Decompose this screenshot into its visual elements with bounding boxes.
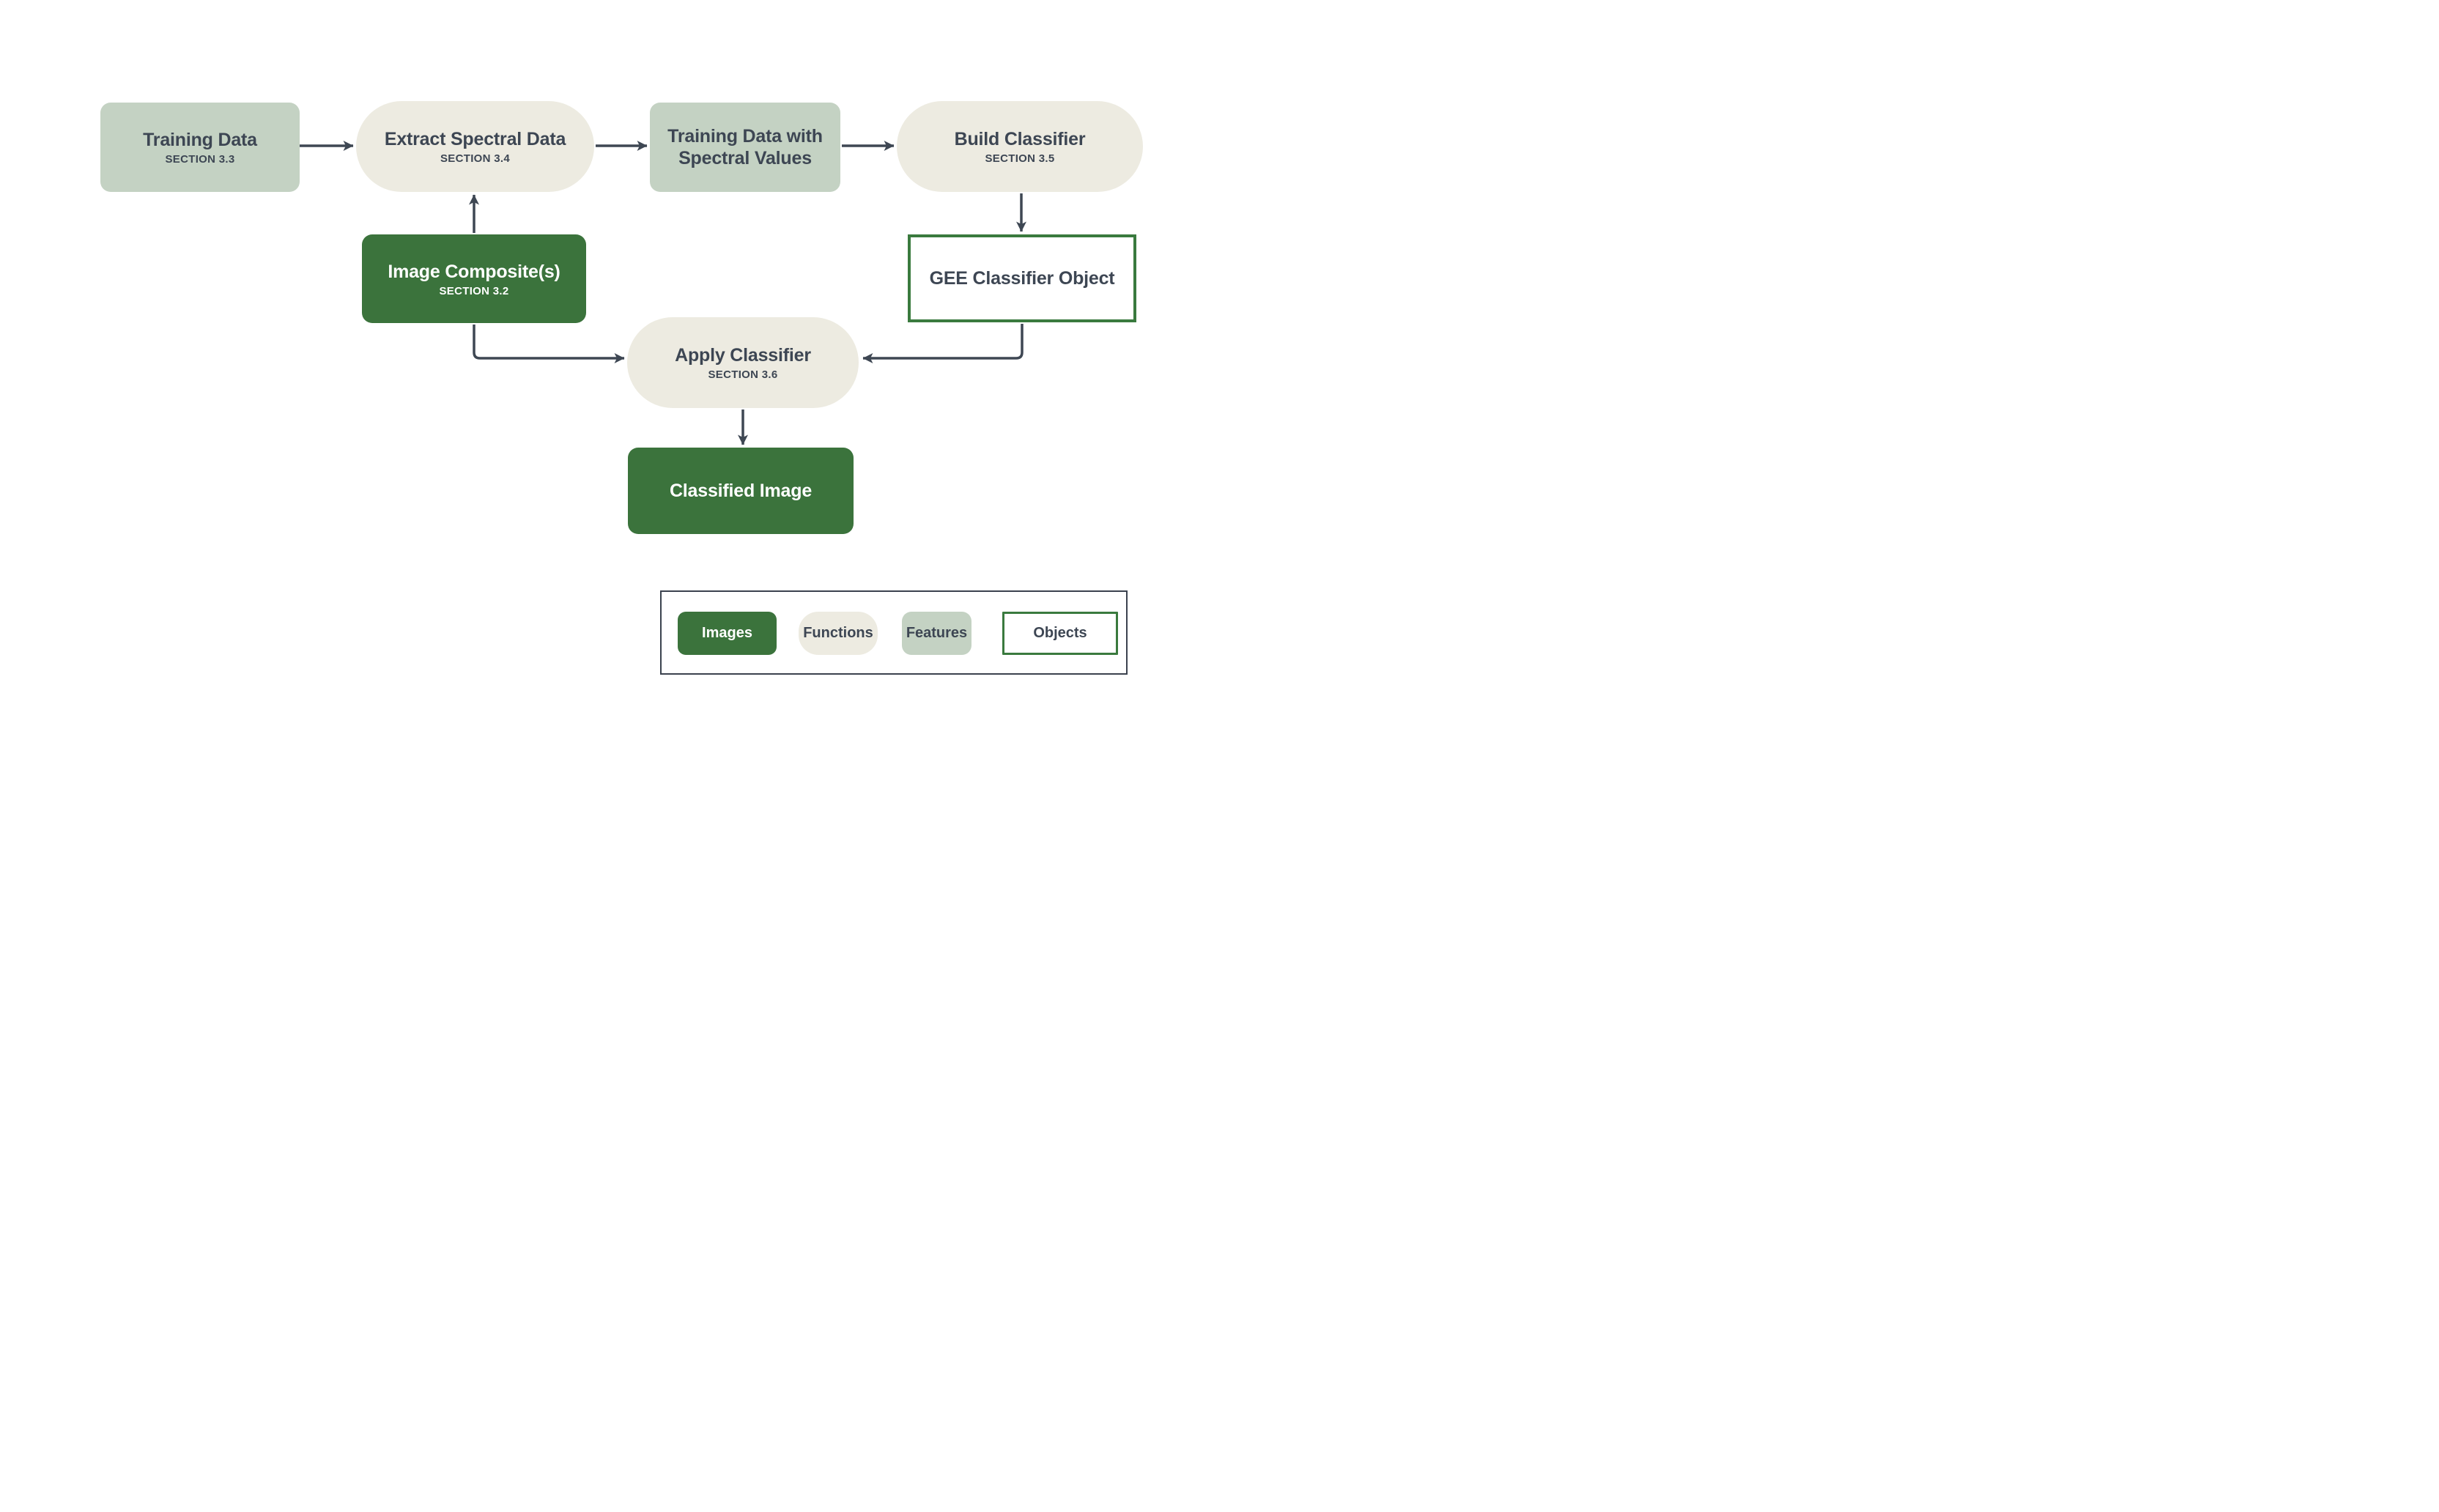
- legend-chip-features: Features: [902, 612, 971, 655]
- node-classified-image: Classified Image: [628, 448, 854, 534]
- arrow-composites-to-apply: [473, 325, 625, 363]
- node-title: GEE Classifier Object: [929, 268, 1115, 289]
- node-title: Classified Image: [669, 481, 813, 501]
- node-gee-classifier-object: GEE Classifier Object: [908, 234, 1136, 322]
- node-extract-spectral-data: Extract Spectral Data SECTION 3.4: [356, 101, 594, 192]
- node-image-composites: Image Composite(s) SECTION 3.2: [362, 234, 586, 323]
- node-section-label: SECTION 3.6: [708, 368, 778, 381]
- node-build-classifier: Build Classifier SECTION 3.5: [897, 101, 1143, 192]
- node-title: Apply Classifier: [675, 345, 811, 366]
- legend-chip-functions: Functions: [799, 612, 878, 655]
- node-training-data-with-spectral-values: Training Data with Spectral Values: [650, 103, 840, 192]
- arrow-gee-object-to-apply: [862, 324, 1024, 363]
- node-title: Extract Spectral Data: [384, 129, 566, 149]
- node-section-label: SECTION 3.5: [985, 152, 1055, 165]
- node-training-data: Training Data SECTION 3.3: [100, 103, 300, 192]
- node-title: Build Classifier: [954, 129, 1086, 149]
- node-section-label: SECTION 3.3: [165, 153, 235, 166]
- node-title: Image Composite(s): [388, 261, 560, 282]
- legend-chip-objects: Objects: [1002, 612, 1118, 655]
- legend-chip-images: Images: [678, 612, 777, 655]
- flowchart-canvas: Training Data SECTION 3.3 Extract Spectr…: [0, 0, 1219, 756]
- node-title: Training Data with Spectral Values: [667, 126, 823, 168]
- node-section-label: SECTION 3.4: [440, 152, 510, 165]
- node-apply-classifier: Apply Classifier SECTION 3.6: [627, 317, 859, 408]
- node-title: Training Data: [143, 130, 257, 150]
- node-section-label: SECTION 3.2: [439, 284, 509, 297]
- legend-box: Images Functions Features Objects: [660, 590, 1128, 675]
